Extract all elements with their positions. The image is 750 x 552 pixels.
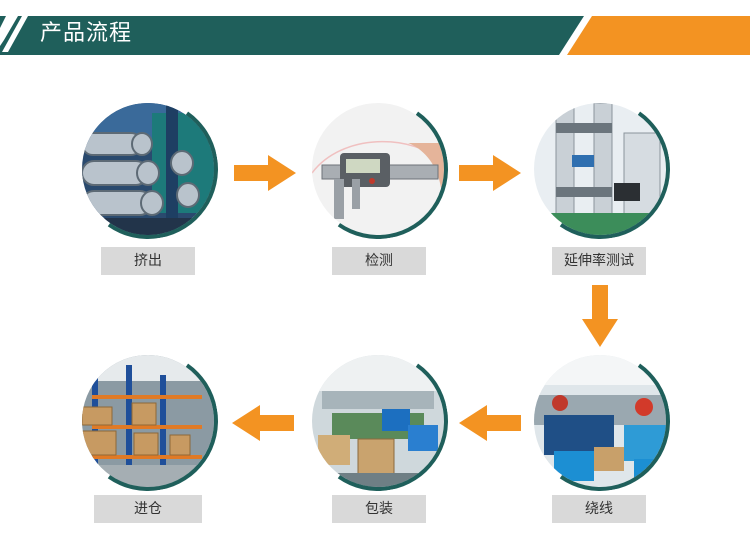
step-label-inspection: 检测 <box>332 247 426 275</box>
warehouse-photo <box>82 355 214 487</box>
step-label-extrusion: 挤出 <box>101 247 195 275</box>
arrow-right-icon <box>459 155 521 191</box>
page-title: 产品流程 <box>40 21 133 46</box>
step-label-elongation-test: 延伸率测试 <box>552 247 646 275</box>
winding-workshop-photo <box>534 355 666 487</box>
header-banner-shape <box>0 16 750 55</box>
section-header: 产品流程 <box>0 0 750 70</box>
arrow-left-icon <box>459 405 521 441</box>
step-label-packing: 包装 <box>332 495 426 523</box>
tensile-tester-photo <box>534 103 666 235</box>
extrusion-photo <box>82 103 214 235</box>
arrow-left-icon <box>232 405 294 441</box>
caliper-photo <box>312 103 444 235</box>
packing-workshop-photo <box>312 355 444 487</box>
step-label-winding: 绕线 <box>552 495 646 523</box>
arrow-right-icon <box>234 155 296 191</box>
arrow-down-icon <box>582 285 618 347</box>
step-label-warehousing: 进仓 <box>94 495 202 523</box>
